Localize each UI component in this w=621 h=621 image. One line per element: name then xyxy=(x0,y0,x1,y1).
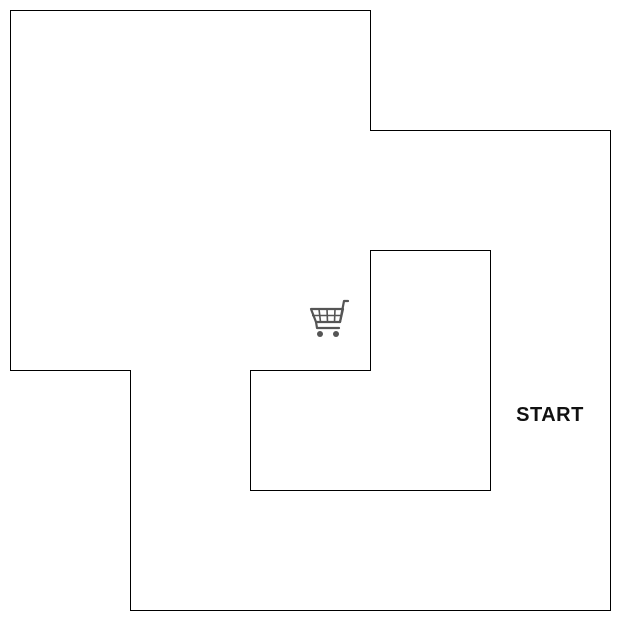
maze-inner-wall xyxy=(250,250,491,491)
maze-outer-wall xyxy=(10,10,611,611)
shopping-cart-icon xyxy=(309,299,350,337)
start-label: START xyxy=(516,404,584,426)
